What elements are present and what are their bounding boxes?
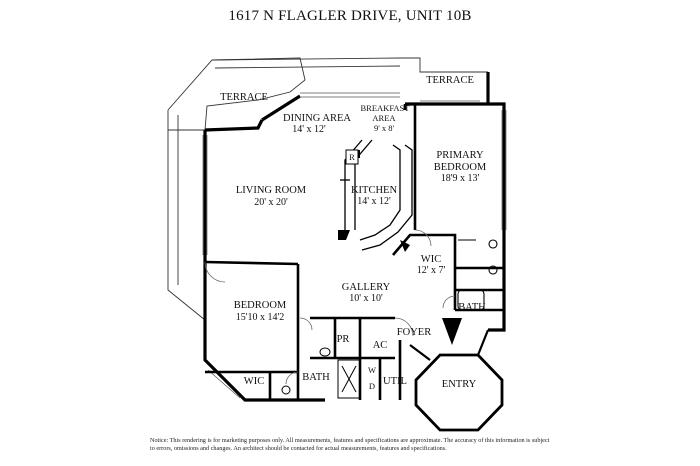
entry-connector-right [476, 329, 490, 356]
bedroom-label: BEDROOM [234, 300, 287, 311]
exterior-walls [203, 72, 506, 402]
disclaimer-notice: Notice: This rendering is for marketing … [150, 437, 550, 452]
gallery-dim: 10' x 10' [349, 293, 383, 304]
kitchen-dim: 14' x 12' [357, 196, 391, 207]
entry-label: ENTRY [442, 379, 477, 390]
primary-closet-fill [442, 318, 462, 345]
primary-bedroom-label-1: PRIMARY [436, 150, 484, 161]
terrace-left-label: TERRACE [220, 92, 268, 103]
ac-label: AC [373, 340, 388, 351]
dining-label: DINING AREA [283, 113, 351, 124]
wic-primary-label: WIC [421, 254, 441, 265]
foyer-label: FOYER [397, 327, 431, 338]
living-room-label: LIVING ROOM [236, 185, 307, 196]
dining-dim: 14' x 12' [292, 124, 326, 135]
primary-bedroom-label-2: BEDROOM [434, 162, 487, 173]
kitchen-counters [340, 139, 413, 251]
util-label: UTIL [383, 376, 407, 387]
entry-octagon [414, 353, 504, 432]
window-lines [202, 92, 507, 399]
primary-bath-fixtures [457, 239, 498, 311]
door-swings [204, 229, 456, 385]
breakfast-label-1: BREAKFAST [361, 103, 411, 113]
refrigerator [345, 149, 359, 165]
dryer-label: D [369, 381, 375, 391]
refrigerator-label: R [349, 152, 355, 162]
kitchen-label: KITCHEN [351, 185, 397, 196]
primary-bath-label: BATH [458, 302, 486, 313]
breakfast-dim: 9' x 8' [374, 123, 395, 133]
terrace-right-label: TERRACE [426, 75, 474, 86]
breakfast-label-2: AREA [372, 113, 396, 123]
wic-primary-dim: 12' x 7' [417, 265, 446, 276]
gallery-label: GALLERY [342, 282, 391, 293]
entry-connector [409, 344, 431, 361]
bath-fixtures [281, 347, 361, 399]
pr-label: PR [337, 334, 350, 345]
wic-bedroom-label: WIC [244, 376, 264, 387]
primary-bedroom-dim: 18'9 x 13' [441, 173, 480, 184]
washer-label: W [368, 365, 376, 375]
bedroom-dim: 15'10 x 14'2 [236, 312, 285, 323]
bath-bedroom-label: BATH [302, 372, 330, 383]
terrace-outline [167, 57, 488, 321]
page-title: 1617 N FLAGLER DRIVE, UNIT 10B [228, 8, 472, 24]
living-room-dim: 20' x 20' [254, 197, 288, 208]
